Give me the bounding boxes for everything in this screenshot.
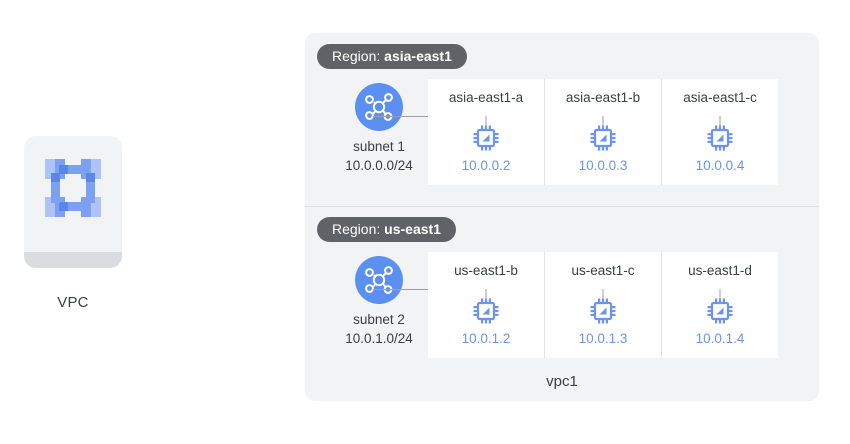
region-label-prefix: Region: — [332, 48, 381, 64]
vpc-icon-card-base — [24, 252, 122, 268]
cpu-chip-icon — [588, 123, 618, 153]
vpc-network-name: vpc1 — [546, 373, 578, 390]
zone-card[interactable]: us-east1-d — [662, 252, 778, 358]
vpc-edge-bottom-joint — [59, 202, 68, 211]
zone-card[interactable]: asia-east1-a — [428, 79, 545, 185]
zone-connector-stub — [485, 116, 487, 128]
vm-ip-address: 10.0.0.4 — [695, 158, 745, 173]
cpu-chip-icon — [705, 296, 735, 326]
zone-connector-stub — [719, 116, 721, 128]
region-block-us-east1: Region: us-east1 — [305, 206, 819, 379]
zone-label: asia-east1-c — [683, 90, 757, 105]
region-body-us-east1: subnet 2 10.0.1.0/24 us-east1-b — [305, 252, 819, 370]
region-badge-asia-east1: Region: asia-east1 — [317, 44, 467, 69]
cpu-chip-icon — [705, 123, 735, 153]
zone-card[interactable]: asia-east1-b — [545, 79, 662, 185]
region-divider — [305, 206, 819, 207]
vpc-edge-right-joint — [86, 173, 95, 182]
zone-label: asia-east1-b — [565, 90, 641, 105]
vpc-edge-top-joint — [59, 165, 68, 174]
vm-ip-address: 10.0.0.2 — [461, 158, 511, 173]
subnet-name: subnet 1 — [353, 139, 405, 154]
vm-ip-address: 10.0.0.3 — [578, 158, 628, 173]
zone-label: us-east1-d — [688, 263, 752, 278]
cpu-chip-icon — [471, 123, 501, 153]
region-block-asia-east1: Region: asia-east1 — [305, 33, 819, 206]
region-name: us-east1 — [384, 221, 441, 237]
subnet-name: subnet 2 — [353, 312, 405, 327]
zone-label: us-east1-c — [571, 263, 635, 278]
zone-label: us-east1-b — [454, 263, 518, 278]
vm-ip-address: 10.0.1.4 — [695, 331, 745, 346]
zone-label: asia-east1-a — [448, 90, 524, 105]
zone-connector-stub — [485, 289, 487, 301]
zone-connector-stub — [719, 289, 721, 301]
vm-ip-address: 10.0.1.3 — [578, 331, 628, 346]
subnet-cidr: 10.0.1.0/24 — [345, 331, 413, 346]
vpc-edge-left-joint — [51, 173, 60, 182]
vpc-caption: VPC — [57, 294, 89, 311]
vpc-icon-card — [24, 136, 122, 268]
vpc-edge-top — [59, 165, 87, 174]
vpc-edge-right — [86, 173, 95, 203]
vpc-network-icon — [45, 159, 101, 217]
subnet-column-1: subnet 1 10.0.0.0/24 — [331, 79, 427, 173]
vpc-network-container: Region: asia-east1 — [305, 33, 819, 401]
region-name: asia-east1 — [384, 48, 452, 64]
subnet-hub-icon — [355, 83, 403, 131]
vpc-edge-left — [51, 173, 60, 203]
region-label-prefix: Region: — [332, 221, 381, 237]
cpu-chip-icon — [588, 296, 618, 326]
subnet-column-2: subnet 2 10.0.1.0/24 — [331, 252, 427, 346]
zone-connector-stub — [602, 289, 604, 301]
zone-card[interactable]: us-east1-b — [428, 252, 545, 358]
subnet-hub-icon — [355, 256, 403, 304]
zone-card[interactable]: us-east1-c — [545, 252, 662, 358]
zone-card[interactable]: asia-east1-c — [662, 79, 778, 185]
zones-strip-us-east1: us-east1-b — [428, 252, 778, 358]
region-body-asia-east1: subnet 1 10.0.0.0/24 asia-east1-a — [305, 79, 819, 197]
vpc-product-block: VPC — [24, 136, 122, 311]
cpu-chip-icon — [471, 296, 501, 326]
zones-strip-asia-east1: asia-east1-a — [428, 79, 778, 185]
zone-connector-stub — [602, 116, 604, 128]
vpc-edge-bottom — [59, 202, 87, 211]
region-badge-us-east1: Region: us-east1 — [317, 217, 456, 242]
vm-ip-address: 10.0.1.2 — [461, 331, 511, 346]
subnet-cidr: 10.0.0.0/24 — [345, 158, 413, 173]
